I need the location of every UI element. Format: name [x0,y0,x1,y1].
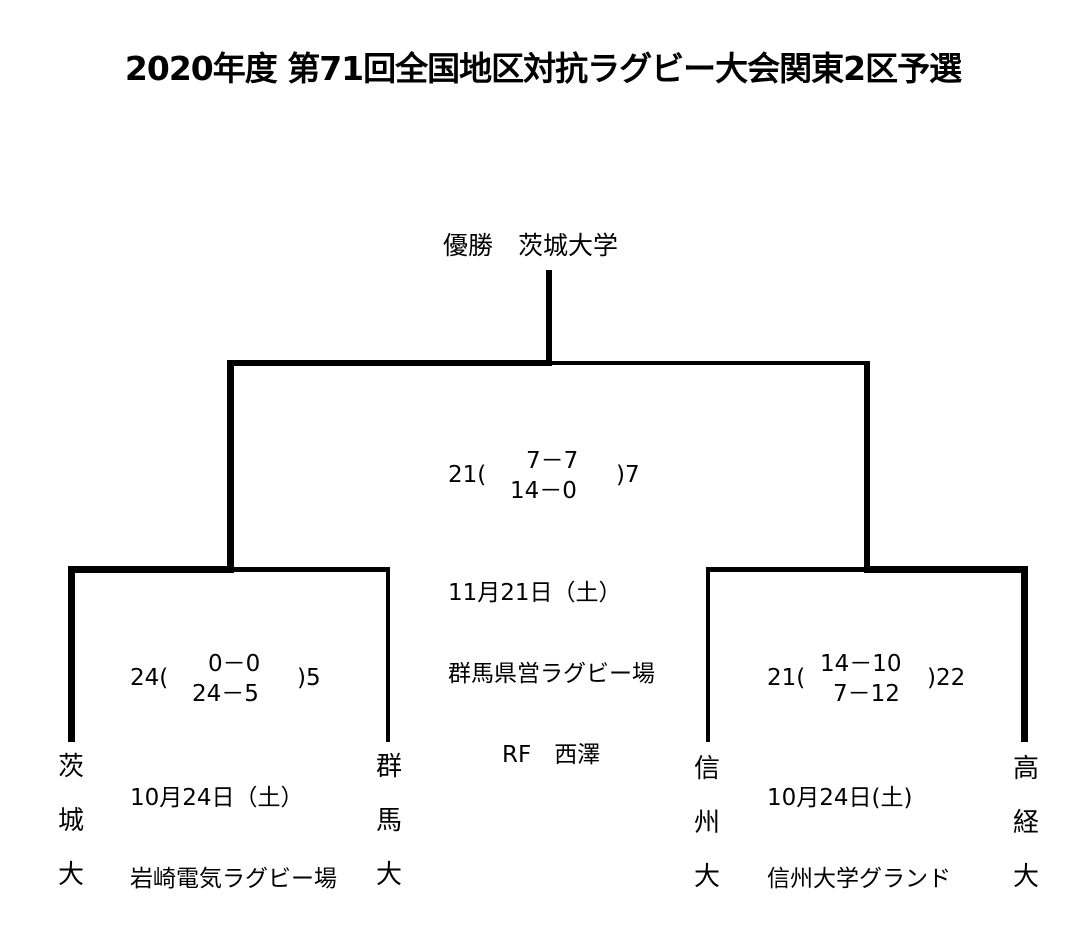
final-right-vertical [864,361,870,573]
semi-left-match-info: 24( 0－0 24－5 )5 10月24日（土） 岩崎電気ラグビー場 [130,597,390,920]
semi-right-right-vertical [1021,566,1028,742]
team-char: 馬 [375,806,402,836]
team-char: 大 [693,862,720,892]
semi-left-venue: 岩崎電気ラグビー場 [130,866,337,892]
final-left-total: 21( [448,462,487,488]
semi-right-date: 10月24日(土) [767,785,913,811]
final-second-half: 14－0 [510,478,577,504]
semi-left-date: 10月24日（土） [130,785,304,811]
team-shinshu: 信 州 大 [687,742,727,904]
champion-team: 茨城大学 [518,231,619,260]
semi-right-score: 21( 14－10 7－12 )22 [767,651,1027,709]
final-referee: RF 西澤 [502,742,601,768]
team-char: 大 [1012,862,1039,892]
team-char: 群 [375,752,402,782]
team-char: 高 [1012,754,1039,784]
team-gunma: 群 馬 大 [369,740,409,902]
team-char: 州 [693,808,720,838]
semi-right-top-thick [864,566,1028,573]
semi-right-second-half: 7－12 [833,681,900,707]
final-top-left-line [227,360,552,366]
team-ibaraki: 茨 城 大 [51,740,91,902]
team-char: 城 [57,806,84,836]
team-char: 大 [375,860,402,890]
winner-stem [546,270,552,366]
semi-right-venue: 信州大学グランド [767,866,951,892]
semi-left-top-thin [230,567,390,572]
semi-right-right-total: )22 [927,665,966,691]
final-date: 11月21日（土） [448,580,622,606]
team-char: 信 [693,754,720,784]
semi-left-left-vertical [68,566,75,742]
final-top-right-line [548,361,870,365]
semi-right-top-thin [706,567,870,572]
semi-left-right-total: )5 [297,665,321,691]
team-char: 経 [1012,808,1039,838]
semi-left-first-half: 0－0 [208,651,261,677]
semi-right-first-half: 14－10 [820,651,902,677]
champion-label: 優勝 茨城大学 [443,226,618,262]
final-venue: 群馬県営ラグビー場 [448,661,655,687]
final-right-total: )7 [616,462,640,488]
final-score: 21( 7－7 14－0 )7 [448,448,728,506]
semi-left-right-vertical [386,567,390,742]
semi-right-match-info: 21( 14－10 7－12 )22 10月24日(土) 信州大学グランド [767,597,1027,920]
final-first-half: 7－7 [526,448,579,474]
team-takakei: 高 経 大 [1006,742,1046,904]
semi-right-left-total: 21( [767,665,806,691]
semi-left-top-thick [68,566,234,573]
team-char: 大 [57,860,84,890]
semi-left-score: 24( 0－0 24－5 )5 [130,651,390,709]
team-char: 茨 [57,752,84,782]
semi-right-left-vertical [706,567,710,742]
final-left-vertical [227,360,234,573]
champion-prefix: 優勝 [443,231,494,260]
semi-left-second-half: 24－5 [192,681,259,707]
semi-left-left-total: 24( [130,665,169,691]
final-match-info: 21( 7－7 14－0 )7 11月21日（土） 群馬県営ラグビー場 RF 西… [448,394,728,796]
page-title: 2020年度 第71回全国地区対抗ラグビー大会関東2区予選 [124,49,962,88]
